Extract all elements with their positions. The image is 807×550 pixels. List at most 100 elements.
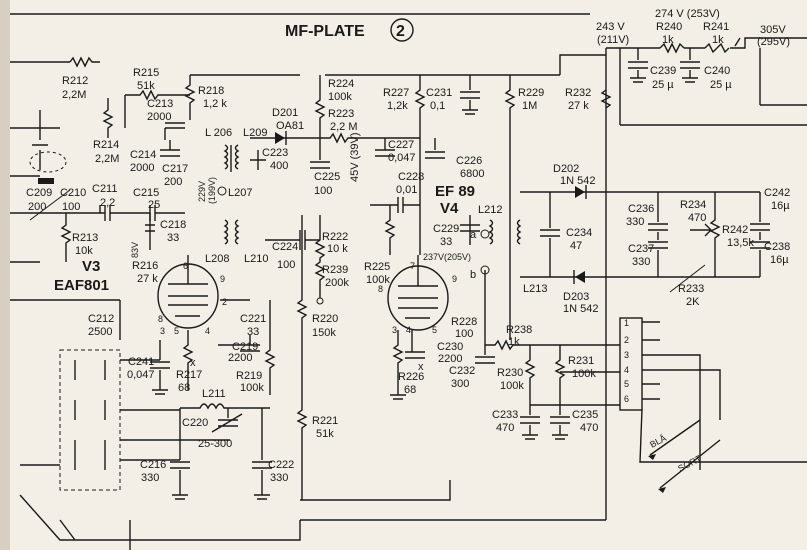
r231-label: R231 — [568, 355, 594, 367]
c209-arrow — [29, 189, 71, 221]
c217-symbol — [160, 140, 180, 157]
transformer-l206-l209 — [223, 144, 240, 172]
board-number-circle — [390, 18, 414, 42]
r217-value: 68 — [178, 382, 190, 394]
v4-type: EF 89 — [435, 183, 475, 200]
r216-label: R216 — [132, 260, 158, 272]
r212-label: R212 — [62, 75, 88, 87]
c222-value: 330 — [270, 472, 288, 484]
connector-block — [619, 317, 643, 411]
c229-label: C229 — [433, 223, 459, 235]
c210-value: 100 — [62, 201, 80, 213]
c212-value: 2500 — [88, 326, 112, 338]
r226-symbol — [390, 330, 406, 400]
c211-value: 2,2 — [100, 197, 115, 209]
l207-label: L207 — [228, 187, 252, 199]
label-274v: 274 V (253V) — [655, 8, 720, 20]
bottom-wires — [19, 494, 301, 541]
v3-pin-9: 9 — [220, 274, 225, 284]
r242-label: R242 — [722, 224, 748, 236]
r215-symbol — [124, 89, 190, 129]
d201-type: OA81 — [276, 120, 304, 132]
c231-label: C231 — [426, 87, 452, 99]
r233-arrow — [669, 264, 706, 293]
r239-endpoint — [316, 297, 324, 305]
tag-x2: x — [418, 361, 424, 373]
r240-label: R240 — [656, 21, 682, 33]
output-arrows — [649, 419, 721, 489]
r220-value: 150k — [312, 327, 336, 339]
c216-symbol — [170, 408, 190, 500]
c217-label: C217 — [162, 163, 188, 175]
l212-transformer — [488, 219, 522, 245]
r222-value: 10 k — [327, 243, 348, 255]
output-bla: BLÅ — [648, 433, 668, 450]
c241-value: 0,047 — [127, 369, 155, 381]
r212-value: 2,2M — [62, 89, 86, 101]
c221-label: C221 — [240, 313, 266, 325]
r216-value: 27 k — [137, 273, 158, 285]
r212-symbol — [69, 56, 100, 68]
v3-pin-2: 2 — [222, 297, 227, 307]
c224-value: 100 — [277, 259, 295, 271]
c239-label: C239 — [650, 65, 676, 77]
r227-value: 1,2k — [387, 100, 408, 112]
c239-symbol — [628, 48, 648, 83]
coax-input — [32, 110, 48, 170]
r234-label: R234 — [680, 199, 706, 211]
v3-pin-5: 5 — [174, 326, 179, 336]
c233-c235-symbol — [520, 404, 620, 440]
output-arrow-heads — [648, 454, 666, 493]
c218-label: C218 — [160, 219, 186, 231]
c240-value: 25 µ — [710, 79, 732, 91]
c209-label: C209 — [26, 187, 52, 199]
l206-label: L 206 — [205, 127, 232, 139]
r230-symbol — [524, 345, 536, 405]
r220-r221-symbol — [296, 215, 308, 500]
switch-bank — [59, 349, 121, 491]
c237-label: C237 — [628, 243, 654, 255]
shield-ellipse — [29, 151, 67, 173]
c224-label: C224 — [272, 241, 298, 253]
connector-ground-bus — [639, 408, 807, 463]
c226-value: 6800 — [460, 168, 484, 180]
c238-value: 16µ — [770, 254, 789, 266]
r230-value: 100k — [500, 380, 524, 392]
c240-symbol — [680, 48, 700, 83]
label-295v: (295V) — [757, 36, 790, 48]
c236-c237-symbol — [648, 192, 668, 277]
c223-symbol — [250, 150, 266, 170]
supply-rail — [606, 37, 807, 54]
c237-value: 330 — [632, 256, 650, 268]
v4-id: V4 — [440, 200, 459, 217]
c220-value: 25-300 — [198, 438, 232, 450]
l212-label: L212 — [478, 204, 502, 216]
c218-symbol — [145, 213, 155, 250]
r213-label: R213 — [72, 232, 98, 244]
v4-pin-9: 9 — [452, 274, 457, 284]
d202-symbol — [575, 186, 585, 198]
c231-symbol — [460, 75, 480, 115]
switch-bank-wiring — [20, 359, 230, 470]
r233-label: R233 — [678, 283, 704, 295]
c233-value: 470 — [496, 422, 514, 434]
r242-value: 13,5k — [727, 237, 754, 249]
d203-type: 1N 542 — [563, 303, 598, 315]
left-bus-1 — [10, 61, 100, 301]
c219-value: 2200 — [228, 352, 252, 364]
r218-value: 1,2 k — [203, 98, 227, 110]
r213-value: 10k — [75, 245, 93, 257]
transformer-l208-l210 — [223, 219, 240, 245]
v4-pin-7: 7 — [410, 261, 415, 271]
v3-id: V3 — [82, 258, 100, 275]
r229-symbol — [504, 75, 516, 340]
c218-value: 33 — [167, 232, 179, 244]
c214-value: 2000 — [130, 162, 154, 174]
v3-type: EAF801 — [54, 277, 109, 294]
d202-label: D202 — [553, 163, 579, 175]
c224-symbol — [265, 230, 320, 250]
l209-label: L209 — [243, 127, 267, 139]
ground-block — [38, 178, 54, 184]
c236-value: 330 — [626, 216, 644, 228]
c241-label: C241 — [128, 356, 154, 368]
